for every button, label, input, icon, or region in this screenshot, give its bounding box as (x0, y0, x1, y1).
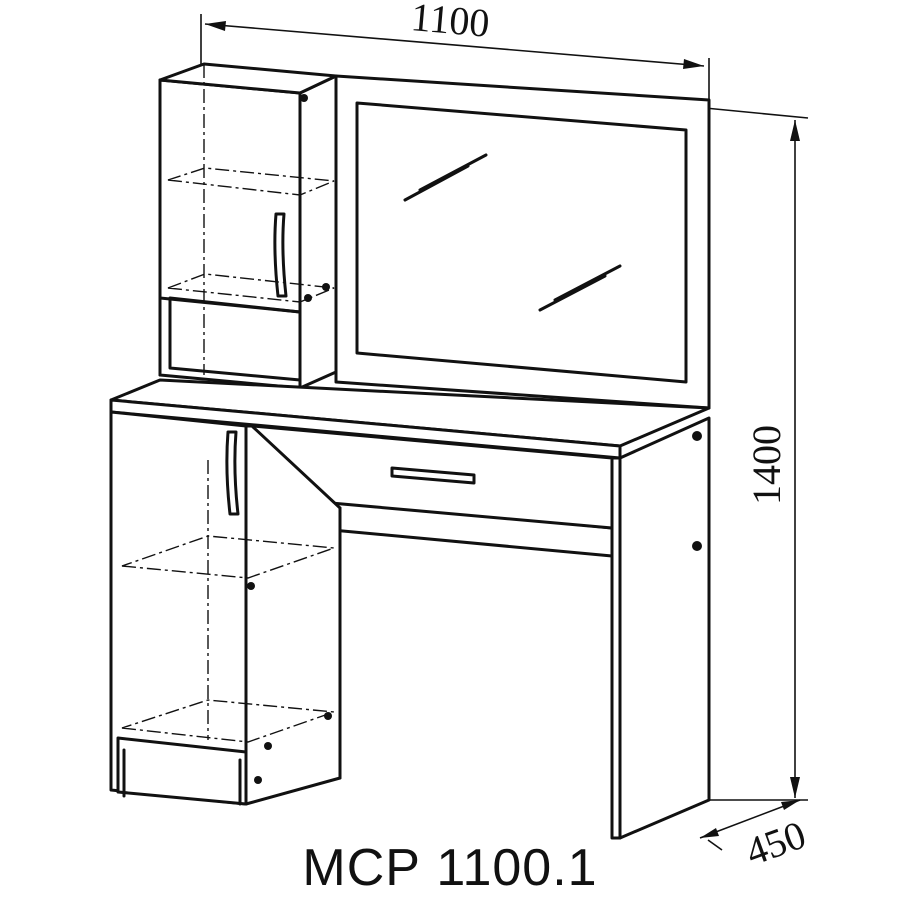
height-label: 1400 (744, 425, 789, 505)
upper-door-handle-icon (273, 212, 288, 298)
right-leg-panel (610, 416, 711, 840)
width-dimension: 1100 (200, 0, 710, 112)
width-label: 1100 (409, 0, 491, 46)
height-dimension: 1400 (704, 107, 809, 801)
mirror-panel (334, 74, 711, 410)
drawer-handle-icon (390, 466, 476, 485)
pedestal-door-handle-icon (225, 430, 240, 516)
left-pedestal (109, 410, 342, 806)
model-label: МСР 1100.1 (302, 839, 598, 897)
upper-cabinet (158, 62, 338, 390)
